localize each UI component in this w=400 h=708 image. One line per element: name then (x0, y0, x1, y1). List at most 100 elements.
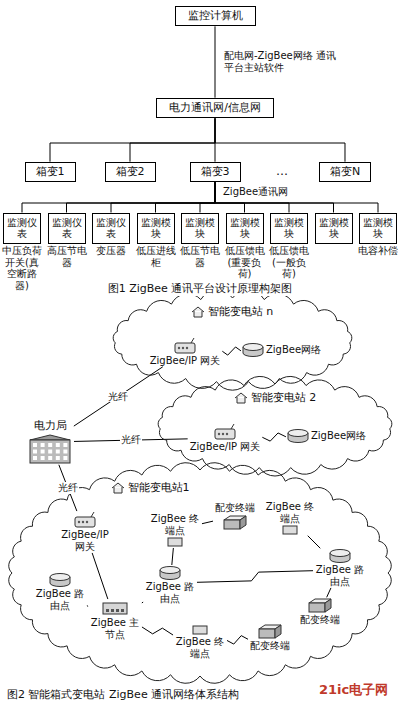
distribution-terminal: 配变终端 (214, 502, 256, 530)
part-label: 高压节电器 (44, 245, 89, 268)
network-box: 监测模块 (226, 213, 264, 244)
network-box: 监测模块 (359, 213, 397, 244)
gw-icon (73, 512, 97, 528)
term-icon (167, 537, 183, 547)
part-label: 中压负荷开关(真空断路器) (0, 245, 45, 291)
node-text: ZigBee网络 (265, 344, 322, 356)
connector (67, 182, 216, 212)
node-text: 监测模块 (184, 217, 216, 240)
gateway-node: ZigBee/IP 网关 (149, 338, 222, 367)
node-text: ZigBee 终端点 (174, 636, 226, 659)
network-box: 监测模块 (181, 213, 219, 244)
term-icon (192, 625, 208, 635)
node-text: 智能变电站 2 (251, 392, 317, 405)
device-icon (223, 515, 247, 530)
node-text: 箱变2 (116, 166, 145, 179)
node-text: ZigBee 路由点 (34, 588, 86, 611)
part-label: 变压器 (89, 245, 134, 257)
node-text: 配变终端 (214, 502, 256, 514)
substation-cloud: 智能变电站 2 ZigBee/IP 网关 ZigBee网络 (160, 384, 390, 468)
node-text: 监测模块 (362, 217, 394, 240)
connector (327, 588, 331, 597)
connector (197, 571, 313, 583)
connector (156, 182, 216, 212)
router-node: ZigBee 路由点 (314, 549, 366, 587)
edge-label: 光纤 (107, 391, 129, 403)
connector (22, 182, 215, 212)
connector (130, 118, 215, 161)
node-text: 电力局 (33, 420, 68, 433)
power-bureau-node: 电力局 (27, 420, 73, 464)
node-text: 智能变电站1 (128, 482, 190, 495)
node-text: ZigBee 终端点 (264, 501, 316, 524)
connector (222, 347, 241, 355)
part-label: 低压馈电(重要负荷) (222, 245, 267, 280)
node-text: ZigBee 路由点 (314, 564, 366, 587)
part-label: ZigBee通讯网 (222, 186, 289, 198)
part-label: … (275, 165, 289, 179)
device-icon (258, 624, 282, 639)
node-text: 监测模块 (273, 217, 305, 240)
network-box: 监测仪表 (3, 213, 41, 244)
end-node: ZigBee 终端点 (264, 501, 316, 535)
connector (202, 521, 213, 524)
connector (262, 433, 286, 441)
gw-icon (173, 338, 197, 354)
connector (92, 553, 108, 599)
connector (215, 182, 378, 212)
connector (215, 118, 345, 161)
node-text: 配变终端 (299, 614, 341, 626)
router-icon (49, 573, 71, 587)
router-node: ZigBee网络 (287, 429, 367, 443)
node-text: ZigBee/IP 网关 (149, 355, 222, 367)
node-text: 箱变3 (201, 166, 230, 179)
node-text: 配变终端 (249, 640, 291, 652)
connector (111, 182, 215, 212)
figure-caption: 图2 智能箱式变电站 ZigBee 通讯网络体系结构 (6, 689, 240, 702)
network-box: 箱变3 (190, 162, 241, 183)
figure-caption: 图1 ZigBee 通讯平台设计原理构架图 (107, 283, 294, 296)
network-box: 箱变N (319, 162, 371, 183)
substation-cloud: 智能变电站1ZigBee/IP 网关配变终端ZigBee 终端点ZigBee 终… (12, 470, 388, 676)
gw-icon (213, 424, 237, 440)
network-box: 监测模块 (315, 213, 353, 244)
connector (87, 605, 88, 607)
house-icon (234, 392, 248, 404)
node-text: 监测模块 (229, 217, 261, 240)
router-icon (329, 549, 351, 563)
node-text: 监测模块 (140, 217, 172, 240)
network-box: 监控计算机 (175, 6, 256, 27)
node-text: 电力通讯网/信息网 (169, 102, 261, 115)
cloud-title: 智能变电站 2 (234, 392, 317, 405)
connector (172, 548, 174, 565)
node-text: ZigBee 主节点 (89, 617, 141, 640)
router-icon (242, 343, 264, 357)
end-node: ZigBee 终端点 (174, 625, 226, 659)
part-label: 低压馈电(一般负荷) (267, 245, 312, 280)
node-text: ZigBee 终端点 (149, 513, 201, 536)
node-text: ZigBee/IP 网关 (57, 529, 113, 552)
network-box: 监测模块 (270, 213, 308, 244)
connector (227, 636, 248, 644)
gateway-node: ZigBee/IP 网关 (189, 424, 262, 453)
node-text: ZigBee/IP 网关 (189, 441, 262, 453)
cloud-title: 智能变电站1 (111, 482, 190, 495)
connector (308, 536, 321, 549)
network-box: 监测模块 (137, 213, 175, 244)
node-text: 监测仪表 (51, 217, 83, 240)
device-icon (308, 598, 332, 613)
edge-label: 光纤 (120, 434, 142, 446)
house-icon (191, 306, 205, 318)
part-label: 电容补偿 (356, 245, 400, 257)
edge-label: 光纤 (57, 482, 79, 494)
bldg-icon (27, 434, 73, 464)
distribution-terminal: 配变终端 (299, 598, 341, 626)
node-text: 箱变1 (36, 166, 65, 179)
part-label: 低压进线柜 (133, 245, 178, 268)
distribution-terminal: 配变终端 (249, 624, 291, 652)
node-text: 监测模块 (318, 217, 350, 240)
part-label: 低压节电器 (178, 245, 223, 268)
network-box: 箱变1 (25, 162, 76, 183)
term-icon (282, 525, 298, 535)
node-text: 箱变N (330, 166, 360, 179)
